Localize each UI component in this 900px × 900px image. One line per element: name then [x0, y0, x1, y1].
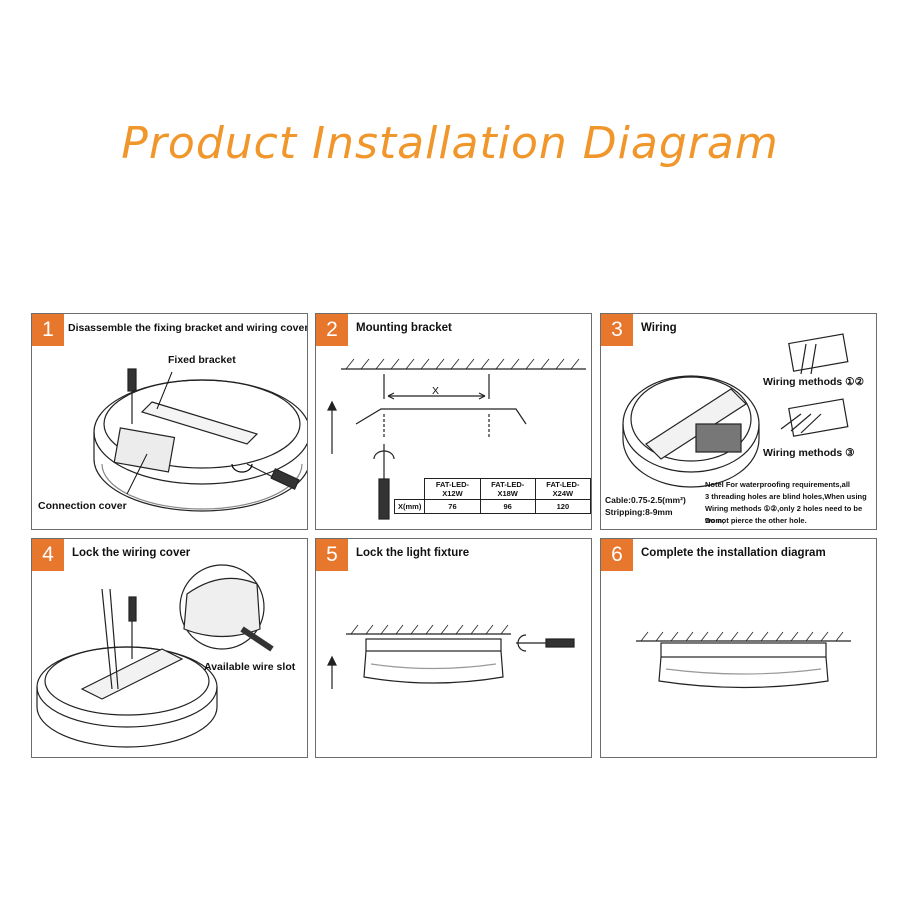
step-number: 5 — [316, 539, 348, 571]
spec-row-label: X(mm) — [393, 499, 426, 514]
wiring-illustration — [622, 333, 849, 488]
note-line-1: Notel For waterproofing requirements,all — [705, 480, 851, 489]
dimension-x-label: X — [432, 385, 440, 397]
disassemble-illustration — [93, 368, 307, 512]
panel-step-1: 1 Disassemble the fixing bracket and wir… — [31, 313, 308, 530]
step-number: 2 — [316, 314, 348, 346]
step-title: Complete the installation diagram — [641, 547, 826, 559]
stripping-spec: Stripping:8-9mm — [605, 507, 673, 517]
panel-step-6: 6 Complete the installation diagram — [600, 538, 877, 758]
wiring-cover-illustration — [36, 564, 274, 748]
step-title: Disassemble the fixing bracket and wirin… — [68, 322, 308, 334]
panel-step-5: 5 Lock the light fixture — [315, 538, 592, 758]
spec-value-x24w: 120 — [534, 499, 591, 514]
step-title: Lock the wiring cover — [72, 547, 191, 559]
note-line-2: 3 threading holes are blind holes,When u… — [705, 492, 867, 501]
lock-fixture-illustration — [327, 624, 575, 689]
spec-header-blank — [394, 478, 426, 500]
note-line-3: Wiring methods ①②,only 2 holes need to b… — [705, 504, 863, 525]
spec-value-x18w: 96 — [479, 499, 536, 514]
step-number: 4 — [32, 539, 64, 571]
page-title: Product Installation Diagram — [121, 118, 779, 169]
fixed-bracket-label: Fixed bracket — [168, 354, 236, 366]
step-title: Lock the light fixture — [356, 547, 470, 559]
spec-header-x24w: FAT-LED-X24W — [534, 478, 591, 500]
step-title: Mounting bracket — [356, 322, 452, 334]
mounting-illustration — [327, 358, 586, 520]
wiring-methods-3-label: Wiring methods ③ — [763, 447, 855, 459]
step-title: Wiring — [641, 322, 677, 334]
connection-cover-label: Connection cover — [38, 500, 127, 512]
panel-step-4: 4 Lock the wiring cover Available wire s… — [31, 538, 308, 758]
complete-installation-illustration — [636, 631, 851, 689]
note-line-4: Do not pierce the other hole. — [705, 516, 807, 525]
spec-table: FAT-LED-X12W FAT-LED-X18W FAT-LED-X24W X… — [393, 478, 591, 514]
panel-step-3: 3 Wiring Wiring methods ①② Wiring method… — [600, 313, 877, 530]
panel-step-2: 2 Mounting bracket — [315, 313, 592, 530]
wiring-methods-12-label: Wiring methods ①② — [763, 376, 864, 388]
step-number: 6 — [601, 539, 633, 571]
cable-spec: Cable:0.75-2.5(mm²) — [605, 495, 686, 505]
spec-value-x12w: 76 — [424, 499, 481, 514]
step-number: 3 — [601, 314, 633, 346]
wire-slot-label: Available wire slot — [204, 661, 296, 673]
spec-header-x18w: FAT-LED-X18W — [479, 478, 536, 500]
spec-header-x12w: FAT-LED-X12W — [424, 478, 481, 500]
step-number: 1 — [32, 314, 64, 346]
